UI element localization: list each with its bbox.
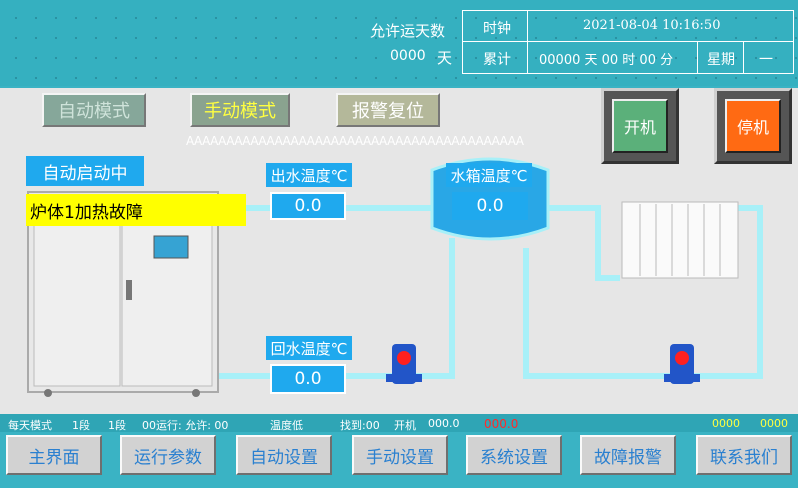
- total-label: 累计: [483, 52, 511, 68]
- process-diagram: [27, 157, 763, 397]
- outlet-temp-label: 出水温度℃: [266, 163, 352, 187]
- clock-label: 时钟: [483, 21, 511, 37]
- status-val3: 0000: [712, 417, 740, 430]
- start-button[interactable]: 开机: [601, 88, 679, 164]
- nav-manual-settings-button[interactable]: 手动设置: [352, 435, 448, 475]
- tank-temp-value: 0.0: [452, 192, 528, 220]
- allowed-days-value: 0000: [390, 48, 426, 64]
- status-val4: 0000: [760, 417, 788, 430]
- return-temp-value: 0.0: [270, 364, 346, 394]
- status-found: 找到:00: [340, 419, 380, 432]
- clock-table: 时钟 2021-08-04 10:16:50 累计 00000 天 00 时 0…: [462, 10, 794, 74]
- auto-mode-button[interactable]: 自动模式: [42, 93, 146, 127]
- status-mode: 每天模式: [8, 419, 52, 432]
- nav-system-settings-button[interactable]: 系统设置: [466, 435, 562, 475]
- nav-run-params-button[interactable]: 运行参数: [120, 435, 216, 475]
- datetime-display: 2021-08-04 10:16:50: [583, 18, 721, 33]
- nav-auto-settings-button[interactable]: 自动设置: [236, 435, 332, 475]
- status-power: 开机: [394, 419, 416, 432]
- weekday-value: 一: [759, 52, 773, 68]
- return-temp-label: 回水温度℃: [266, 336, 352, 360]
- days-unit: 天: [437, 49, 453, 67]
- total-runtime: 00000 天 00 时 00 分: [539, 53, 674, 68]
- nav-fault-alarm-button[interactable]: 故障报警: [580, 435, 676, 475]
- pump-1: [386, 344, 422, 384]
- nav-contact-button[interactable]: 联系我们: [696, 435, 792, 475]
- alarm-reset-button[interactable]: 报警复位: [336, 93, 440, 127]
- stop-button-label: 停机: [725, 99, 781, 153]
- fault-message: 炉体1加热故障: [26, 194, 246, 226]
- return-pipe-right: [523, 205, 763, 379]
- status-bar: 每天模式 1段 1段 00运行: 允许: 00 温度低 找到:00 开机 000…: [0, 414, 798, 432]
- manual-mode-button[interactable]: 手动模式: [190, 93, 290, 127]
- header-bar: 允许运天数 0000 天 时钟 2021-08-04 10:16:50 累计 0…: [0, 0, 798, 86]
- status-run-allow: 00运行: 允许: 00: [142, 419, 229, 432]
- pump-2: [664, 344, 700, 384]
- weekday-label: 星期: [707, 52, 735, 68]
- stop-button[interactable]: 停机: [714, 88, 792, 164]
- start-button-label: 开机: [612, 99, 668, 153]
- nav-main-button[interactable]: 主界面: [6, 435, 102, 475]
- radiator: [621, 201, 739, 279]
- status-val1: 000.0: [428, 417, 460, 430]
- status-seg1: 1段: [72, 419, 90, 432]
- run-status-label: 自动启动中: [26, 156, 144, 186]
- status-val2: 000.0: [484, 417, 519, 431]
- status-temp: 温度低: [270, 419, 303, 432]
- tank-temp-label: 水箱温度℃: [446, 163, 532, 187]
- status-seg2: 1段: [108, 419, 126, 432]
- allowed-days-label: 允许运天数: [370, 22, 446, 40]
- outlet-temp-value: 0.0: [270, 192, 346, 220]
- supply-pipe: [548, 205, 620, 281]
- marquee-text: AAAAAAAAAAAAAAAAAAAAAAAAAAAAAAAAAAAAAAAA…: [186, 134, 524, 148]
